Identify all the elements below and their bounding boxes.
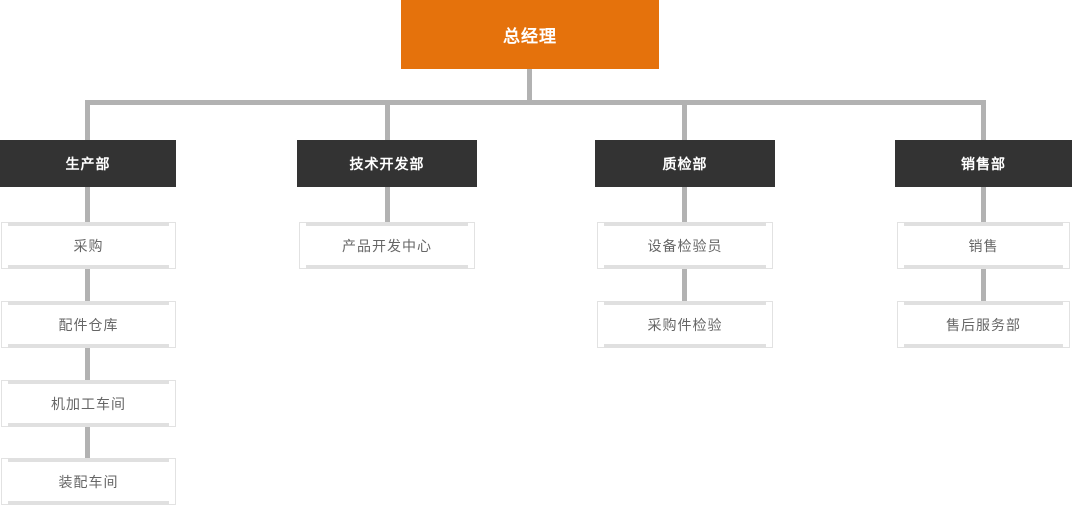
org-node-label: 采购件检验 [647,316,723,333]
org-node-assembly-workshop[interactable]: 装配车间 [1,458,176,505]
org-node-label: 装配车间 [58,473,119,490]
org-node-label: 质检部 [662,155,708,172]
org-node-label: 总经理 [503,27,557,46]
connector-stub-qc [682,100,687,140]
org-node-dept-sales[interactable]: 销售部 [895,140,1072,187]
org-node-sales[interactable]: 销售 [897,222,1070,269]
org-node-machining-workshop[interactable]: 机加工车间 [1,380,176,427]
org-node-label: 机加工车间 [51,395,126,412]
org-node-label: 设备检验员 [647,237,723,254]
connector-stub-production [85,100,90,140]
org-node-label: 销售 [968,237,999,254]
org-node-label: 技术开发部 [349,155,425,172]
org-node-label: 售后服务部 [946,316,1021,333]
connector-horizontal-bar [85,100,986,105]
connector-root-stem [527,69,532,101]
connector-warehouse-machining [85,347,90,380]
connector-production-purchasing [85,187,90,222]
org-node-parts-warehouse[interactable]: 配件仓库 [1,301,176,348]
org-node-label: 生产部 [65,155,111,172]
connector-purchasing-warehouse [85,268,90,301]
connector-stub-sales [981,100,986,140]
org-node-label: 采购 [73,237,104,254]
connector-sales-after-sales [981,268,986,301]
org-node-purchasing[interactable]: 采购 [1,222,176,269]
connector-inspector-purchased-parts [682,268,687,301]
org-node-purchased-parts-inspection[interactable]: 采购件检验 [597,301,773,348]
connector-sales-dept-sales [981,187,986,222]
org-node-dept-production[interactable]: 生产部 [0,140,176,187]
connector-tech-product-dev [385,187,390,222]
connector-machining-assembly [85,426,90,458]
org-node-general-manager[interactable]: 总经理 [401,0,659,69]
connector-stub-tech [385,100,390,140]
org-node-equipment-inspector[interactable]: 设备检验员 [597,222,773,269]
org-node-product-dev-center[interactable]: 产品开发中心 [299,222,475,269]
org-node-label: 配件仓库 [58,316,119,333]
org-node-after-sales-service[interactable]: 售后服务部 [897,301,1070,348]
org-node-dept-quality-inspection[interactable]: 质检部 [595,140,775,187]
org-node-label: 产品开发中心 [342,237,432,254]
connector-qc-equipment-inspector [682,187,687,222]
org-node-label: 销售部 [961,155,1006,172]
org-node-dept-tech-development[interactable]: 技术开发部 [297,140,477,187]
